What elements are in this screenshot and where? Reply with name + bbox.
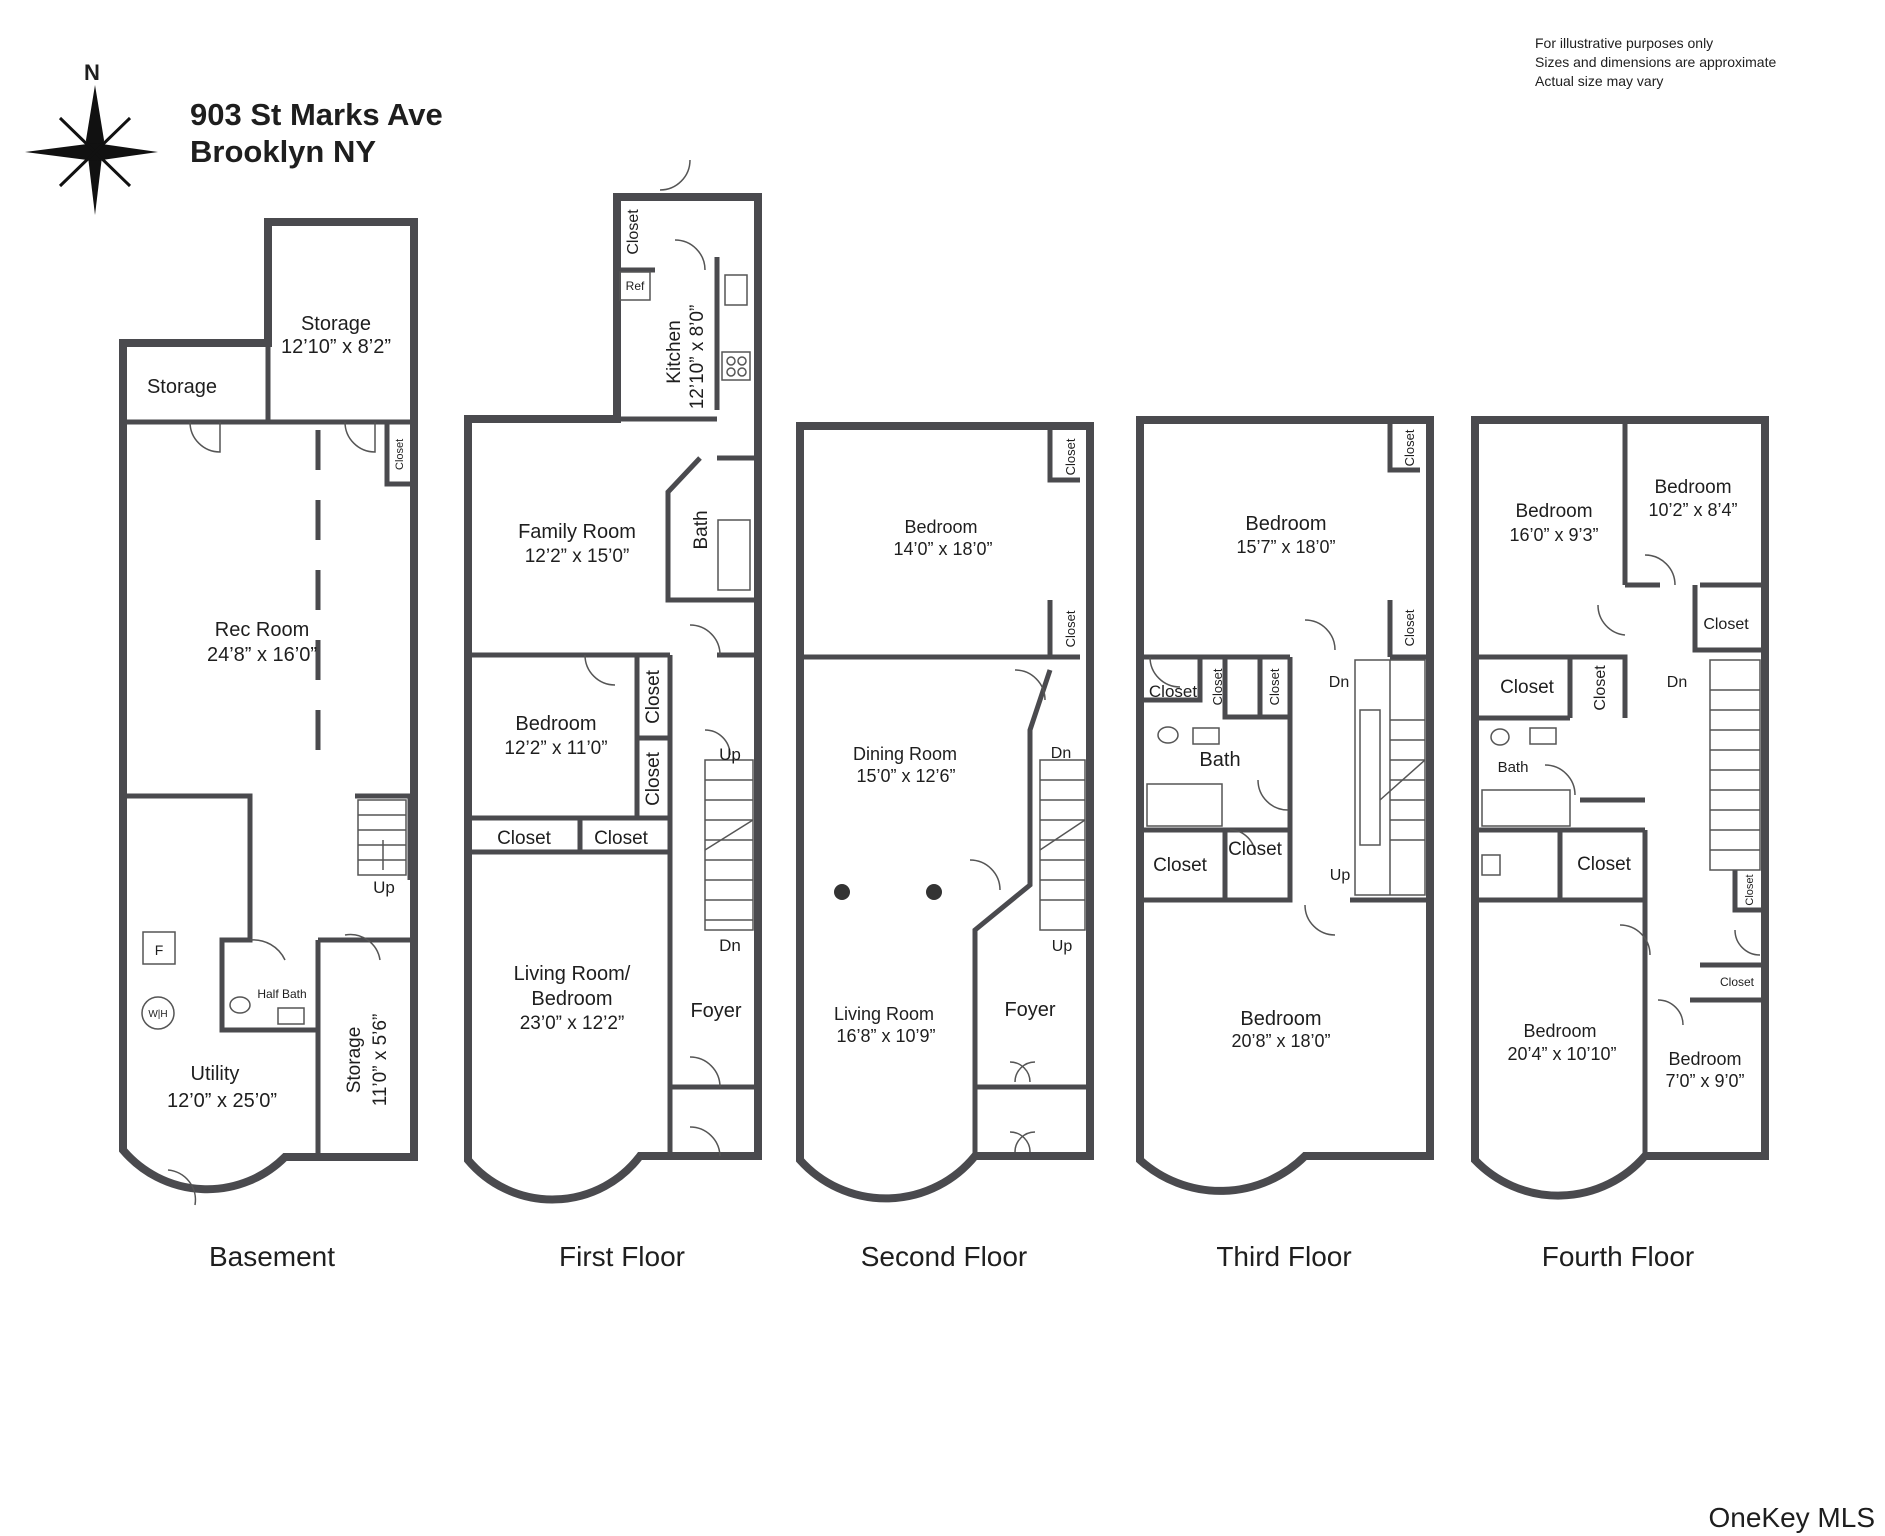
basement-storage-b-name: Storage — [147, 376, 217, 398]
first-closet-a: Closet — [643, 669, 664, 724]
basement-storage-a-name: Storage — [301, 313, 371, 335]
third-closet-g: Closet — [1228, 839, 1283, 860]
fourth-bedroom-d-name: Bedroom — [1668, 1049, 1741, 1069]
basement-utility-name: Utility — [191, 1063, 240, 1085]
fourth-closet-f: Closet — [1720, 975, 1755, 989]
first-kitchen-name: Kitchen — [664, 320, 685, 383]
second-dining-name: Dining Room — [853, 744, 957, 764]
basement-half-bath-label: Half Bath — [257, 987, 306, 1001]
compass-north-label: N — [84, 60, 100, 85]
first-ref-label: Ref — [626, 279, 645, 293]
address-line-1: 903 St Marks Ave — [190, 97, 443, 132]
basement-rec-room-name: Rec Room — [215, 619, 309, 641]
basement-storage-c-name: Storage — [344, 1027, 365, 1094]
third-closet-b: Closet — [1402, 609, 1417, 646]
third-closet-c: Closet — [1149, 682, 1197, 701]
fourth-closet-b: Closet — [1500, 677, 1555, 698]
third-closet-a: Closet — [1402, 429, 1417, 466]
first-living-name-2: Bedroom — [531, 988, 612, 1010]
fourth-bedroom-b-dim: 10’2” x 8’4” — [1648, 500, 1737, 520]
first-family-room-name: Family Room — [518, 521, 636, 543]
basement-water-heater-label: W|H — [148, 1009, 167, 1020]
basement-storage-c-dim: 11’0” x 5’6” — [370, 1014, 391, 1107]
first-bedroom-name: Bedroom — [515, 713, 596, 735]
basement-rec-room-dim: 24’8” x 16’0” — [207, 644, 317, 666]
fourth-bedroom-b-name: Bedroom — [1654, 477, 1731, 498]
first-floor-plan: Closet Ref Kitchen 12’10” x 8’0” Family … — [464, 159, 762, 1272]
second-floor-plan: Bedroom 14’0” x 18’0” Closet Closet Dini… — [796, 422, 1094, 1272]
third-closet-e: Closet — [1267, 668, 1282, 705]
compass-rose: N — [25, 60, 158, 215]
fourth-closet-a: Closet — [1703, 616, 1749, 633]
second-up-label: Up — [1052, 938, 1073, 955]
third-closet-f: Closet — [1153, 855, 1208, 876]
second-floor-title: Second Floor — [861, 1241, 1028, 1272]
third-bedroom-top-name: Bedroom — [1245, 513, 1326, 535]
fourth-bedroom-c-dim: 20’4” x 10’10” — [1507, 1044, 1616, 1064]
third-closet-d: Closet — [1210, 668, 1225, 705]
second-closet-b: Closet — [1063, 610, 1078, 647]
fourth-bath-label: Bath — [1498, 759, 1529, 776]
basement-furnace-label: F — [155, 942, 164, 958]
first-dn-label: Dn — [719, 936, 741, 955]
third-floor-plan: Bedroom 15’7” x 18’0” Closet Closet Clos… — [1136, 416, 1434, 1272]
third-bedroom-bottom-name: Bedroom — [1240, 1008, 1321, 1030]
basement-up-label: Up — [373, 878, 395, 897]
fourth-closet-e: Closet — [1744, 874, 1756, 905]
first-bath-label: Bath — [691, 510, 712, 549]
basement-plan: Storage 12’10” x 8’2” Storage Closet Rec… — [119, 218, 418, 1272]
first-closet-b: Closet — [643, 751, 664, 806]
watermark: OneKey MLS — [1708, 1502, 1875, 1533]
second-bedroom-dim: 14’0” x 18’0” — [893, 539, 992, 559]
third-bedroom-top-dim: 15’7” x 18’0” — [1236, 537, 1335, 557]
disclaimer-line-1: For illustrative purposes only — [1535, 35, 1713, 51]
fourth-floor-plan: Bedroom 16’0” x 9’3” Bedroom 10’2” x 8’4… — [1471, 416, 1769, 1272]
disclaimer-line-2: Sizes and dimensions are approximate — [1535, 54, 1776, 70]
second-bedroom-name: Bedroom — [904, 517, 977, 537]
second-living-dim: 16’8” x 10’9” — [836, 1026, 935, 1046]
fourth-closet-c: Closet — [1592, 665, 1609, 711]
fourth-bedroom-a-dim: 16’0” x 9’3” — [1509, 525, 1598, 545]
fourth-bedroom-c-name: Bedroom — [1523, 1021, 1596, 1041]
address-line-2: Brooklyn NY — [190, 134, 376, 169]
first-closet-top: Closet — [625, 209, 642, 255]
second-living-name: Living Room — [834, 1004, 934, 1024]
basement-storage-a-dim: 12’10” x 8’2” — [281, 336, 391, 358]
basement-title: Basement — [209, 1241, 335, 1272]
second-foyer-label: Foyer — [1004, 999, 1055, 1021]
first-foyer-label: Foyer — [690, 1000, 741, 1022]
third-floor-title: Third Floor — [1216, 1241, 1351, 1272]
first-kitchen-dim: 12’10” x 8’0” — [687, 305, 708, 410]
third-bath-label: Bath — [1199, 749, 1240, 771]
fourth-bedroom-a-name: Bedroom — [1515, 501, 1592, 522]
first-bedroom-dim: 12’2” x 11’0” — [504, 738, 607, 759]
basement-utility-dim: 12’0” x 25’0” — [167, 1090, 277, 1112]
second-dining-dim: 15’0” x 12’6” — [856, 766, 955, 786]
third-dn-label: Dn — [1329, 674, 1349, 691]
fourth-dn-label: Dn — [1667, 674, 1687, 691]
first-floor-title: First Floor — [559, 1241, 685, 1272]
first-up-label: Up — [719, 745, 741, 764]
first-family-room-dim: 12’2” x 15’0” — [525, 546, 630, 567]
disclaimer-line-3: Actual size may vary — [1535, 73, 1663, 89]
second-dn-label: Dn — [1051, 745, 1071, 762]
fourth-bedroom-d-dim: 7’0” x 9’0” — [1665, 1071, 1744, 1091]
first-closet-d: Closet — [594, 828, 649, 849]
third-bedroom-bottom-dim: 20’8” x 18’0” — [1231, 1031, 1330, 1051]
third-up-label: Up — [1330, 867, 1351, 884]
first-living-name-1: Living Room/ — [514, 963, 631, 985]
fourth-closet-d: Closet — [1577, 854, 1632, 875]
basement-closet-label: Closet — [394, 439, 406, 470]
first-living-dim: 23’0” x 12’2” — [520, 1013, 625, 1034]
fourth-floor-title: Fourth Floor — [1542, 1241, 1695, 1272]
second-closet-a: Closet — [1063, 438, 1078, 475]
first-closet-c: Closet — [497, 828, 552, 849]
